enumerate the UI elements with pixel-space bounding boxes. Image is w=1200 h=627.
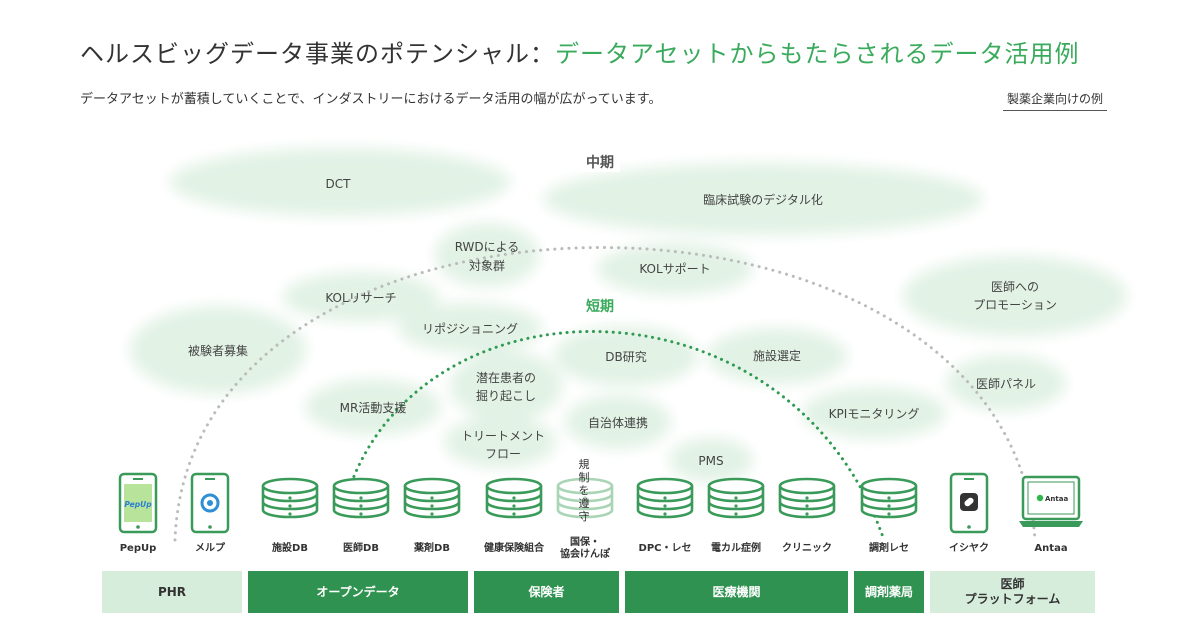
regulation-note: 規制を遵守 [578,458,590,523]
mid-term-label: 中期 [586,154,614,171]
pharmacy-db-icon [860,477,918,519]
use-case-pms: PMS [698,454,723,468]
category-medical: 医療機関 [625,571,848,613]
platform-label-line1: 医師 [1000,577,1025,591]
source-label-facility-db: 施設DB [272,543,308,554]
source-label-antaa: Antaa [1034,543,1068,554]
use-case-subject-recruit: 被験者募集 [188,343,248,358]
pepup-logo-text: PepUp [124,500,152,509]
drug-db-icon [403,477,461,519]
emr-db-icon [707,477,765,519]
physician-db-icon [332,477,390,519]
use-case-municipal: 自治体連携 [588,415,648,430]
use-case-digital-trials: 臨床試験のデジタル化 [703,192,823,207]
national-label-line2: 協会けんぽ [560,549,610,560]
use-case-kol-support: KOLサポート [639,262,710,276]
category-phr: PHR [102,571,242,613]
source-label-physician-db: 医師DB [343,543,379,554]
dpc-db-icon [636,477,694,519]
source-label-clinic: クリニック [782,543,832,554]
ishiyaku-app-icon [949,472,989,534]
mid-term-arc [173,246,1037,542]
use-case-treatment-flow-line2: フロー [485,447,521,461]
antaa-laptop-icon: Antaa [1019,475,1083,527]
page-subtitle: データアセットが蓄積していくことで、インダストリーにおけるデータ活用の幅が広がっ… [80,92,662,107]
category-pharmacy: 調剤薬局 [854,571,924,613]
health-insurance-db-icon [485,477,543,519]
use-case-db-research: DB研究 [605,349,646,364]
title-main: ヘルスビッグデータ事業のポテンシャル： [80,40,555,68]
use-case-rwd-line1: RWDによる [455,240,520,254]
short-term-arc [345,330,886,542]
source-label-ishiyaku: イシヤク [949,543,989,554]
use-case-physician-panel: 医師パネル [976,377,1036,391]
source-label-emr: 電カル症例 [711,543,761,554]
example-note: 製薬企業向けの例 [1003,90,1108,111]
source-label-pharmacy-rece: 調剤レセ [869,543,909,554]
use-case-dct: DCT [326,177,352,191]
use-case-treatment-flow-line1: トリートメント [461,429,545,443]
mid-label-bg [580,150,620,172]
use-case-latent-patients-line1: 潜在患者の [476,371,536,385]
category-insurer: 保険者 [474,571,619,613]
source-label-drug-db: 薬剤DB [414,543,450,554]
clinic-db-icon [778,477,836,519]
antaa-logo-text: Antaa [1045,495,1068,503]
short-term-label: 短期 [586,298,614,315]
use-case-mr-support: MR活動支援 [340,401,407,415]
category-platform: 医師プラットフォーム [930,571,1095,613]
platform-label-line2: プラットフォーム [964,592,1061,606]
short-label-bg [580,294,620,316]
bubble-layer [130,148,1127,482]
pepup-app-icon: PepUp [118,472,158,534]
melp-app-icon [190,472,230,534]
use-case-repositioning: リポジショニング [422,322,518,336]
national-label-line1: 国保・ [570,537,600,548]
use-case-physician-promo-line1: 医師への [991,280,1039,294]
source-label-national-insurance: 国保・協会けんぽ [560,537,610,561]
category-open-data: オープンデータ [248,571,468,613]
page-title: ヘルスビッグデータ事業のポテンシャル：データアセットからもたらされるデータ活用例 [80,34,1080,69]
use-case-rwd-line2: 対象群 [469,259,505,273]
source-label-health-insurance: 健康保険組合 [484,543,544,554]
use-case-kpi: KPIモニタリング [829,407,920,421]
use-case-kol-research: KOLリサーチ [325,291,396,305]
facility-db-icon [261,477,319,519]
source-label-melp: メルプ [195,543,225,554]
source-label-pepup: PepUp [119,543,157,554]
use-case-site-selection: 施設選定 [753,348,801,363]
source-label-dpc: DPC・レセ [638,543,692,554]
title-accent: データアセットからもたらされるデータ活用例 [555,40,1080,68]
use-case-latent-patients-line2: 掘り起こし [476,388,536,403]
use-case-physician-promo-line2: プロモーション [973,298,1057,312]
